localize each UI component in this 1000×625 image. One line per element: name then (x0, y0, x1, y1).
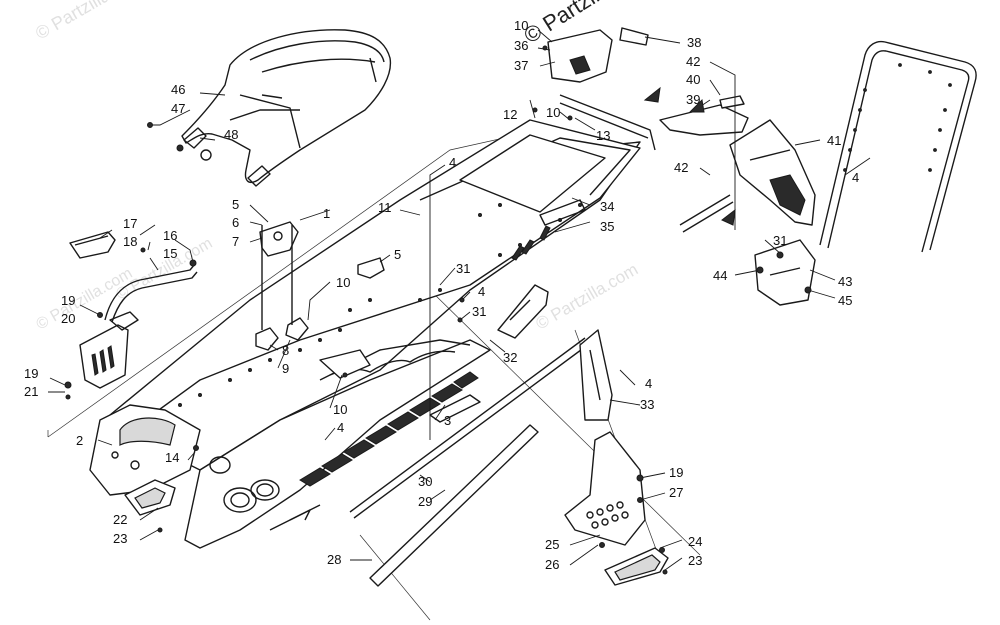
callout-10d: 10 (546, 105, 560, 120)
callout-37: 37 (514, 58, 528, 73)
callout-9: 9 (282, 361, 289, 376)
footrest-brackets (319, 284, 549, 423)
rear-side-panel (579, 329, 613, 421)
callout-29: 29 (418, 494, 432, 509)
callout-7: 7 (232, 234, 239, 249)
callout-25: 25 (545, 537, 559, 552)
tunnel-left-side (89, 404, 201, 496)
callout-45: 45 (838, 293, 852, 308)
callout-11: 11 (378, 200, 392, 215)
callout-47: 47 (171, 101, 185, 116)
seat-assembly (181, 29, 392, 187)
callout-6: 6 (232, 215, 239, 230)
callout-48: 48 (224, 127, 238, 142)
callout-14: 14 (165, 450, 179, 465)
callout-4a: 4 (449, 155, 456, 170)
tunnel-right-side (184, 339, 491, 549)
rivet-pattern (178, 203, 582, 407)
callout-31c: 31 (773, 233, 787, 248)
callout-46: 46 (171, 82, 185, 97)
callout-2: 2 (76, 433, 83, 448)
callout-19a: 19 (61, 293, 75, 308)
skid-rails (349, 337, 590, 587)
callout-10c: 10 (514, 18, 528, 33)
callout-19c: 19 (669, 465, 683, 480)
callout-33: 33 (640, 397, 654, 412)
grab-handle (104, 263, 198, 323)
callout-26: 26 (545, 557, 559, 572)
callout-31b: 31 (472, 304, 486, 319)
callout-8: 8 (282, 343, 289, 358)
callout-20: 20 (61, 311, 75, 326)
callout-4e: 4 (852, 170, 859, 185)
callout-31a: 31 (456, 261, 470, 276)
watermark-top-left: © Partzilla.com (32, 0, 147, 43)
callout-36: 36 (514, 38, 528, 53)
callout-32: 32 (503, 350, 517, 365)
watermark-mid-center: © Partzilla.com (533, 260, 642, 334)
callout-10b: 10 (333, 402, 347, 417)
tail-cap (69, 231, 116, 259)
callout-1: 1 (323, 206, 330, 221)
callout-4b: 4 (478, 284, 485, 299)
callout-30: 30 (418, 474, 432, 489)
callout-42b: 42 (674, 160, 688, 175)
callout-34: 34 (600, 199, 614, 214)
callout-43: 43 (838, 274, 852, 289)
footrest-plate (564, 431, 646, 546)
front-grill-panel (79, 311, 139, 389)
callout-42a: 42 (686, 54, 700, 69)
callout-23a: 23 (113, 531, 127, 546)
callout-44: 44 (713, 268, 727, 283)
callout-5a: 5 (232, 197, 239, 212)
callout-10a: 10 (336, 275, 350, 290)
callout-40: 40 (686, 72, 700, 87)
callout-41: 41 (827, 133, 841, 148)
callout-27: 27 (669, 485, 683, 500)
callout-38: 38 (687, 35, 701, 50)
direction-arrows (643, 86, 736, 226)
callout-21: 21 (24, 384, 38, 399)
callout-24: 24 (688, 534, 702, 549)
callout-28: 28 (327, 552, 341, 567)
callout-4c: 4 (337, 420, 344, 435)
callout-16: 16 (163, 228, 177, 243)
callout-19b: 19 (24, 366, 38, 381)
hardware-fasteners (64, 45, 812, 575)
callout-35: 35 (600, 219, 614, 234)
callout-23b: 23 (688, 553, 702, 568)
callout-17: 17 (123, 216, 137, 231)
callout-3: 3 (444, 413, 451, 428)
bumper-holes (843, 63, 952, 172)
mount-brackets (255, 221, 385, 351)
callout-39: 39 (686, 92, 700, 107)
callout-15: 15 (163, 246, 177, 261)
callout-4d: 4 (645, 376, 652, 391)
callout-12: 12 (503, 107, 517, 122)
callout-5b: 5 (394, 247, 401, 262)
running-board-treads (299, 371, 479, 487)
callout-labels: 1 2 3 4 4 4 4 4 5 5 6 7 8 9 10 10 10 10 … (24, 18, 859, 572)
rear-bumper (547, 27, 977, 306)
small-covers (124, 479, 669, 586)
callout-18: 18 (123, 234, 137, 249)
callout-13: 13 (596, 128, 610, 143)
callout-22: 22 (113, 512, 127, 527)
